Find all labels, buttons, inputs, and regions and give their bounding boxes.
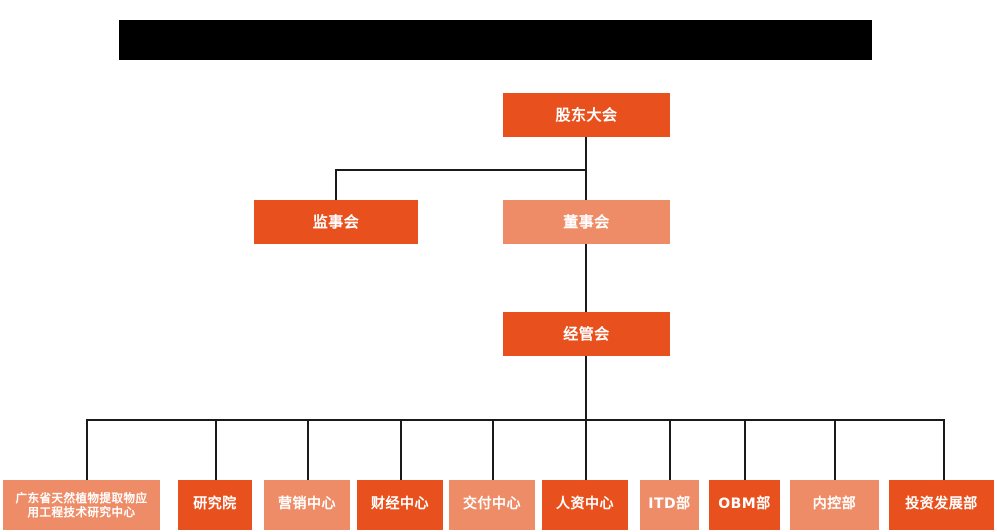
connector-drop-investment-development-dept: [943, 419, 945, 480]
node-research-center-label: 广东省天然植物提取物应 用工程技术研究中心: [15, 490, 148, 519]
connector-drop-research-center: [86, 419, 88, 480]
redaction-bar: [119, 20, 872, 60]
node-hr-center-label: 人资中心: [556, 496, 614, 513]
connector-drop-internal-control-dept: [834, 419, 836, 480]
connector-drop-itd-dept: [669, 419, 671, 480]
node-marketing-center[interactable]: 营销中心: [264, 480, 350, 530]
node-hr-center[interactable]: 人资中心: [542, 480, 628, 530]
connector-department-bus: [86, 419, 945, 421]
connector-drop-directors: [585, 169, 587, 201]
node-investment-development-dept-label: 投资发展部: [905, 496, 978, 513]
node-internal-control-dept-label: 内控部: [812, 496, 857, 513]
connector-level2-bus: [335, 169, 587, 171]
node-obm-dept[interactable]: OBM部: [709, 480, 780, 530]
connector-drop-obm-dept: [744, 419, 746, 480]
node-itd-dept[interactable]: ITD部: [640, 480, 699, 530]
node-directors[interactable]: 董事会: [503, 200, 670, 244]
node-marketing-center-label: 营销中心: [278, 496, 336, 513]
connector-drop-institute: [215, 419, 217, 480]
node-internal-control-dept[interactable]: 内控部: [790, 480, 879, 530]
node-shareholders-label: 股东大会: [555, 105, 618, 124]
node-supervisors[interactable]: 监事会: [254, 200, 418, 244]
connector-drop-hr-center: [585, 419, 587, 480]
node-research-center[interactable]: 广东省天然植物提取物应 用工程技术研究中心: [3, 480, 160, 530]
node-delivery-center-label: 交付中心: [463, 496, 521, 513]
node-institute-label: 研究院: [193, 496, 237, 513]
node-shareholders[interactable]: 股东大会: [503, 93, 670, 137]
connector-drop-delivery-center: [492, 419, 494, 480]
connector-drop-finance-center: [400, 419, 402, 480]
connector-directors-management: [585, 243, 587, 312]
node-management[interactable]: 经管会: [503, 312, 670, 356]
node-itd-dept-label: ITD部: [648, 496, 691, 513]
node-obm-dept-label: OBM部: [718, 496, 771, 513]
node-finance-center[interactable]: 财经中心: [357, 480, 443, 530]
connector-drop-supervisors: [335, 169, 337, 201]
connector-drop-marketing-center: [307, 419, 309, 480]
node-supervisors-label: 监事会: [312, 212, 360, 231]
connector-shareholders-down: [585, 137, 587, 170]
node-finance-center-label: 财经中心: [371, 496, 429, 513]
node-institute[interactable]: 研究院: [178, 480, 252, 530]
node-management-label: 经管会: [563, 324, 610, 343]
node-delivery-center[interactable]: 交付中心: [449, 480, 535, 530]
connector-management-down: [585, 356, 587, 420]
node-directors-label: 董事会: [563, 212, 610, 231]
node-investment-development-dept[interactable]: 投资发展部: [889, 480, 994, 530]
